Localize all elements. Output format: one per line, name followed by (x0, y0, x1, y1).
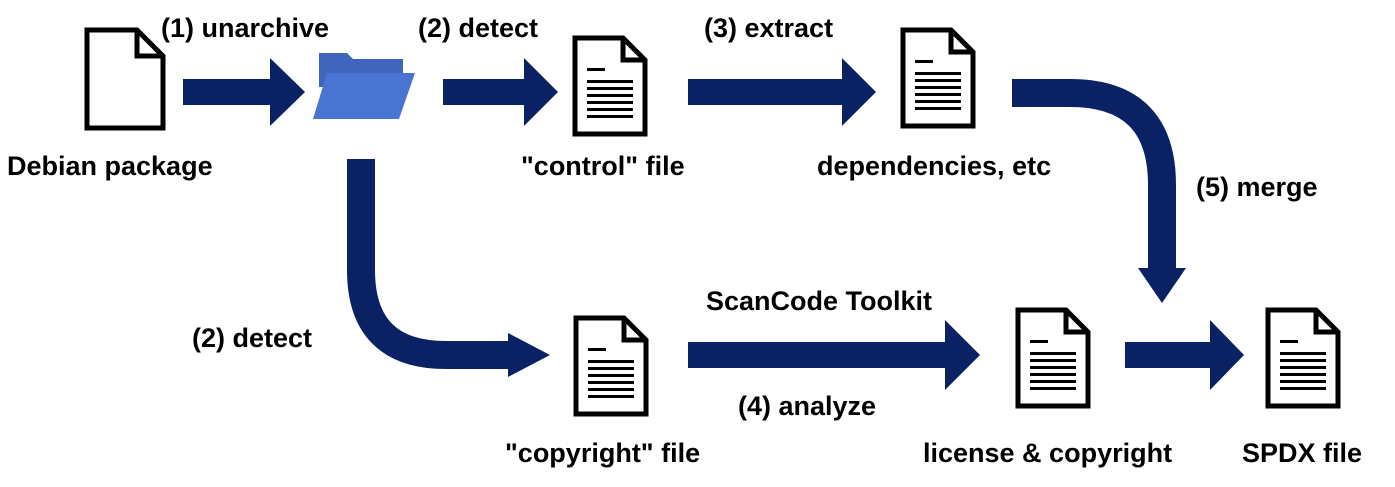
arrow-merge-head (1138, 268, 1186, 303)
arrow-unarchive (183, 58, 305, 126)
arrow-detect-control (443, 58, 558, 126)
step-detect-copyright-label: (2) detect (192, 323, 313, 353)
arrow-analyze (688, 320, 980, 390)
step-merge-label: (5) merge (1196, 172, 1318, 202)
arrow-merge-shaft (1012, 79, 1176, 268)
debian-package-label: Debian package (7, 151, 213, 181)
spdx-file-label: SPDX file (1242, 438, 1363, 468)
step-analyze-tool-label: ScanCode Toolkit (706, 286, 933, 316)
arrow-detect-copyright-head (508, 333, 550, 377)
arrow-extract (688, 58, 876, 126)
spdx-file-icon (1265, 307, 1341, 409)
license-copyright-label: license & copyright (923, 438, 1173, 468)
arrow-detect-copyright-shaft (347, 159, 510, 369)
dependencies-file-icon (900, 27, 976, 129)
step-unarchive-label: (1) unarchive (161, 13, 330, 43)
control-file-label: "control" file (521, 151, 685, 181)
control-file-icon (572, 35, 648, 137)
copyright-file-icon (573, 315, 649, 417)
step-detect-control-label: (2) detect (418, 13, 539, 43)
step-analyze-label: (4) analyze (738, 391, 877, 421)
dependencies-label: dependencies, etc (817, 151, 1052, 181)
arrow-to-spdx (1125, 320, 1244, 390)
license-copyright-file-icon (1015, 307, 1091, 409)
step-extract-label: (3) extract (704, 13, 834, 43)
copyright-file-label: "copyright" file (505, 438, 701, 468)
folder-icon (313, 53, 415, 119)
debian-package-icon (84, 27, 166, 131)
